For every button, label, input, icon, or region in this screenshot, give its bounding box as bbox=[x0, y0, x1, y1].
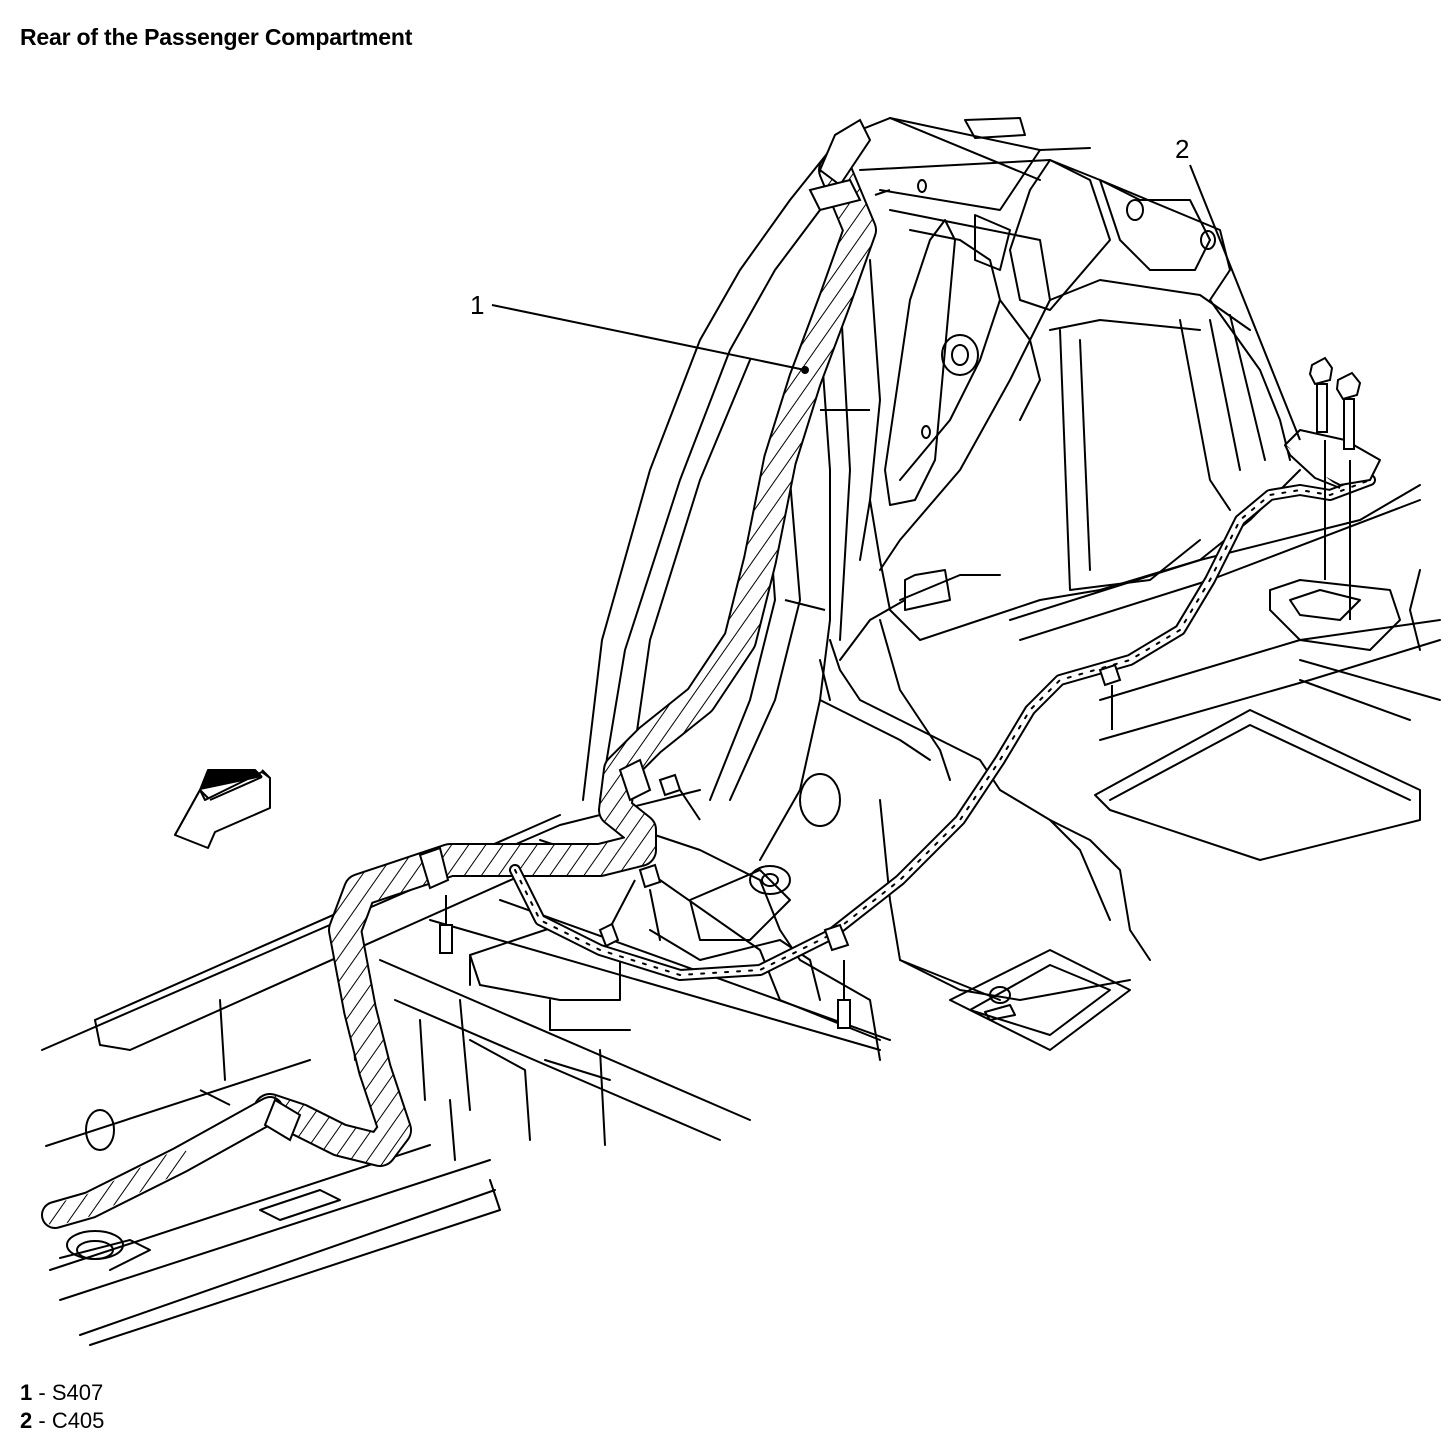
callout-1: 1 bbox=[470, 290, 484, 320]
legend-item: 1 - S407 bbox=[20, 1380, 103, 1406]
page-title: Rear of the Passenger Compartment bbox=[20, 24, 413, 50]
forward-direction-arrow-icon bbox=[174, 769, 271, 849]
legend-label: S407 bbox=[51, 1380, 104, 1405]
callout-leaders bbox=[491, 164, 1301, 441]
legend-item: 2 - C405 bbox=[20, 1408, 104, 1434]
connector-c405 bbox=[1284, 429, 1381, 620]
bolt-icon bbox=[1308, 356, 1362, 450]
legend-number: 2 bbox=[20, 1408, 33, 1433]
vehicle-body-structure bbox=[41, 117, 1441, 1346]
main-wiring-harness bbox=[41, 118, 891, 1229]
legend-separator: - bbox=[32, 1408, 52, 1433]
harness-retainer-clips bbox=[439, 409, 1122, 1029]
legend-number: 1 bbox=[20, 1380, 33, 1405]
legend-label: C405 bbox=[51, 1408, 105, 1433]
legend-separator: - bbox=[32, 1380, 52, 1405]
branch-harness bbox=[509, 474, 1376, 981]
callout-2: 2 bbox=[1175, 134, 1189, 164]
